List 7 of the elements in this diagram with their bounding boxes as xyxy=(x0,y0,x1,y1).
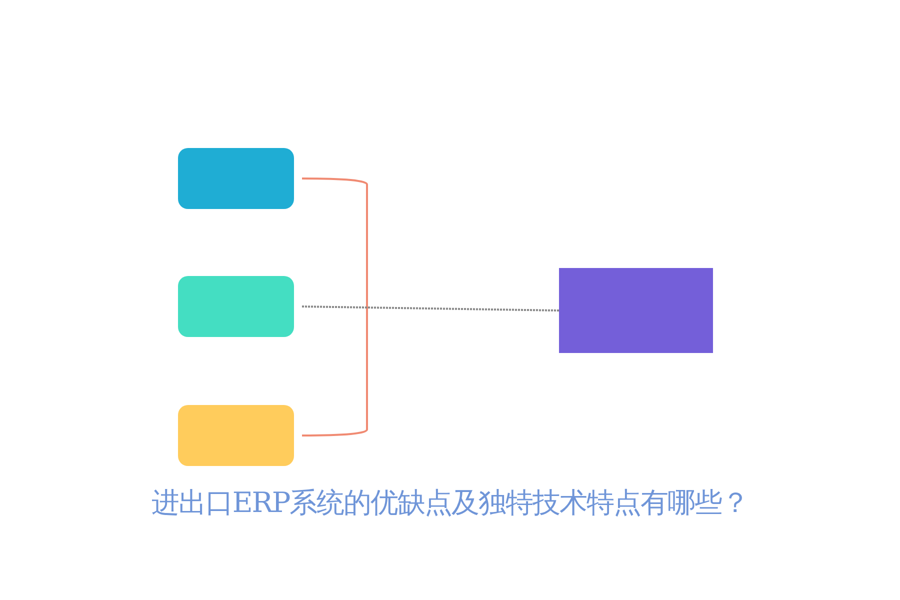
rounded-box xyxy=(178,405,294,466)
rounded-box xyxy=(178,276,294,337)
connector-line xyxy=(302,178,368,436)
title: 进出口ERP系统的优缺点及独特技术特点有哪些？ xyxy=(150,485,750,521)
rectangle-box xyxy=(559,268,713,353)
rounded-box xyxy=(178,148,294,209)
connector-line xyxy=(302,306,560,312)
